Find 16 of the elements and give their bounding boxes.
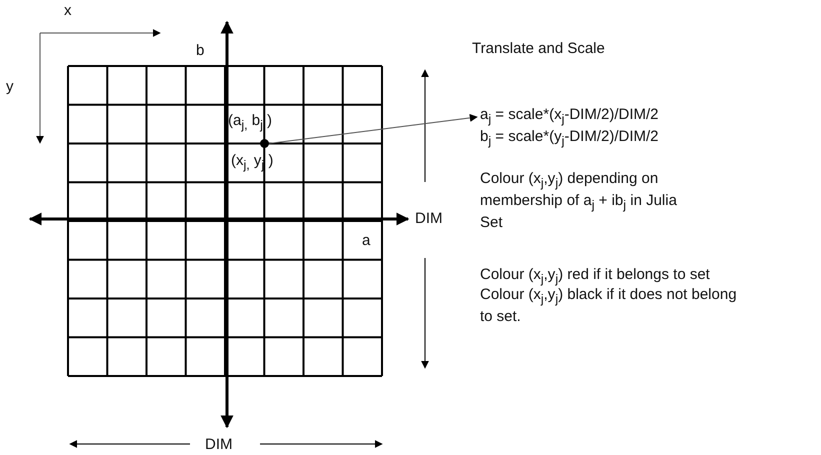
dimension-label: DIM: [205, 436, 232, 454]
description-text: Colour (x$_{j}$,y$_{j}$) red if it belongs to set: [480, 266, 710, 288]
description-text: Colour (x$_{j}$,y$_{j}$) black if it does not belong to set.: [480, 286, 738, 326]
description-text: Colour (x$_{j}$,y$_{j}$) depending on membership of a$_{j}$ + ib$_{j}$ in Julia Set: [480, 170, 678, 232]
axis-label: b: [196, 42, 204, 60]
point-label: (a$_{j,}$ b$_{j}$ ): [228, 112, 272, 134]
formula-text: a$_{j}$ = scale*(x$_{j}$-DIM/2)/DIM/2: [480, 106, 659, 128]
leader-line: [268, 114, 478, 144]
point-label: (x$_{j,}$ y$_{j}$ ): [231, 152, 274, 174]
axis-label: y: [6, 78, 14, 96]
grid-point: [260, 139, 269, 148]
axis-label: a: [362, 232, 370, 250]
formula-text: b$_{j}$ = scale*(y$_{j}$-DIM/2)/DIM/2: [480, 128, 659, 150]
axis-label: x: [64, 2, 72, 20]
heading: Translate and Scale: [472, 40, 605, 58]
dimension-label: DIM: [415, 210, 442, 228]
